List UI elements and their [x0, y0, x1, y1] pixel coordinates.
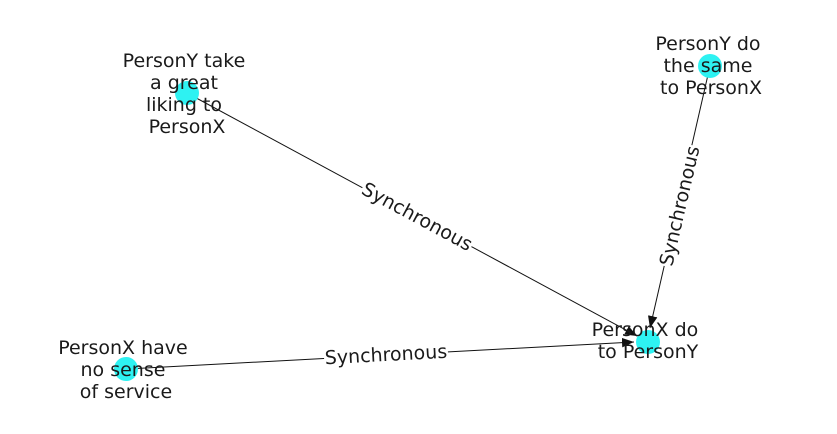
- edge-label-same: Synchronous: [656, 144, 705, 268]
- node-labels-layer: PersonY take a great liking to PersonX P…: [58, 33, 766, 403]
- node-label-do-same: PersonY do the same to PersonX: [655, 33, 766, 99]
- node-label-do-to-y: PersonX do to PersonY: [592, 319, 705, 363]
- edge-label-liking: Synchronous: [358, 178, 476, 256]
- node-label-no-sense: PersonX have no sense of service: [58, 337, 194, 403]
- node-label-take-liking: PersonY take a great liking to PersonX: [123, 50, 252, 138]
- nodes-layer: [114, 54, 722, 381]
- node-do-same: [698, 54, 722, 78]
- node-take-liking: [175, 81, 199, 105]
- node-do-to-y: [636, 330, 660, 354]
- node-no-sense: [114, 357, 138, 381]
